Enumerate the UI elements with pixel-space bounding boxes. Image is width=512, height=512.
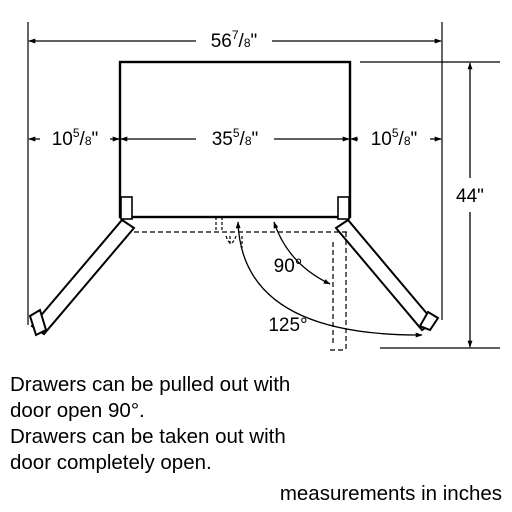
width-dimension-row: 105/8" 355/8" 105/8" xyxy=(28,126,442,150)
left-hinge xyxy=(120,196,133,220)
note-line-2: door open 90°. xyxy=(10,399,145,422)
right-door xyxy=(334,218,440,332)
refrigerator-clearance-diagram: 567/8" 105/8" 355/8" 105/8" 44" xyxy=(27,22,500,351)
refrigerator-cabinet xyxy=(118,60,352,219)
angle-90-label: 90° xyxy=(274,256,303,277)
note-line-3: Drawers can be taken out with xyxy=(10,425,286,448)
right-hinge xyxy=(337,196,350,220)
units-note: measurements in inches xyxy=(279,482,502,505)
depth-dimension: 44" xyxy=(456,62,484,348)
depth-label: 44" xyxy=(456,186,484,207)
total-width-label: 567/8" xyxy=(211,28,258,52)
left-door xyxy=(28,218,136,337)
extension-lines xyxy=(27,22,500,349)
angle-125-label: 125° xyxy=(268,315,307,336)
right-door-swing-label: 105/8" xyxy=(371,126,418,150)
left-door-swing-label: 105/8" xyxy=(52,126,99,150)
total-width-dimension: 567/8" xyxy=(28,28,442,52)
angle-125-arc xyxy=(235,221,423,338)
note-line-4: door completely open. xyxy=(10,451,212,474)
cabinet-width-label: 355/8" xyxy=(212,126,259,150)
drawer-notes: Drawers can be pulled out with door open… xyxy=(10,372,290,476)
note-line-1: Drawers can be pulled out with xyxy=(10,373,291,396)
